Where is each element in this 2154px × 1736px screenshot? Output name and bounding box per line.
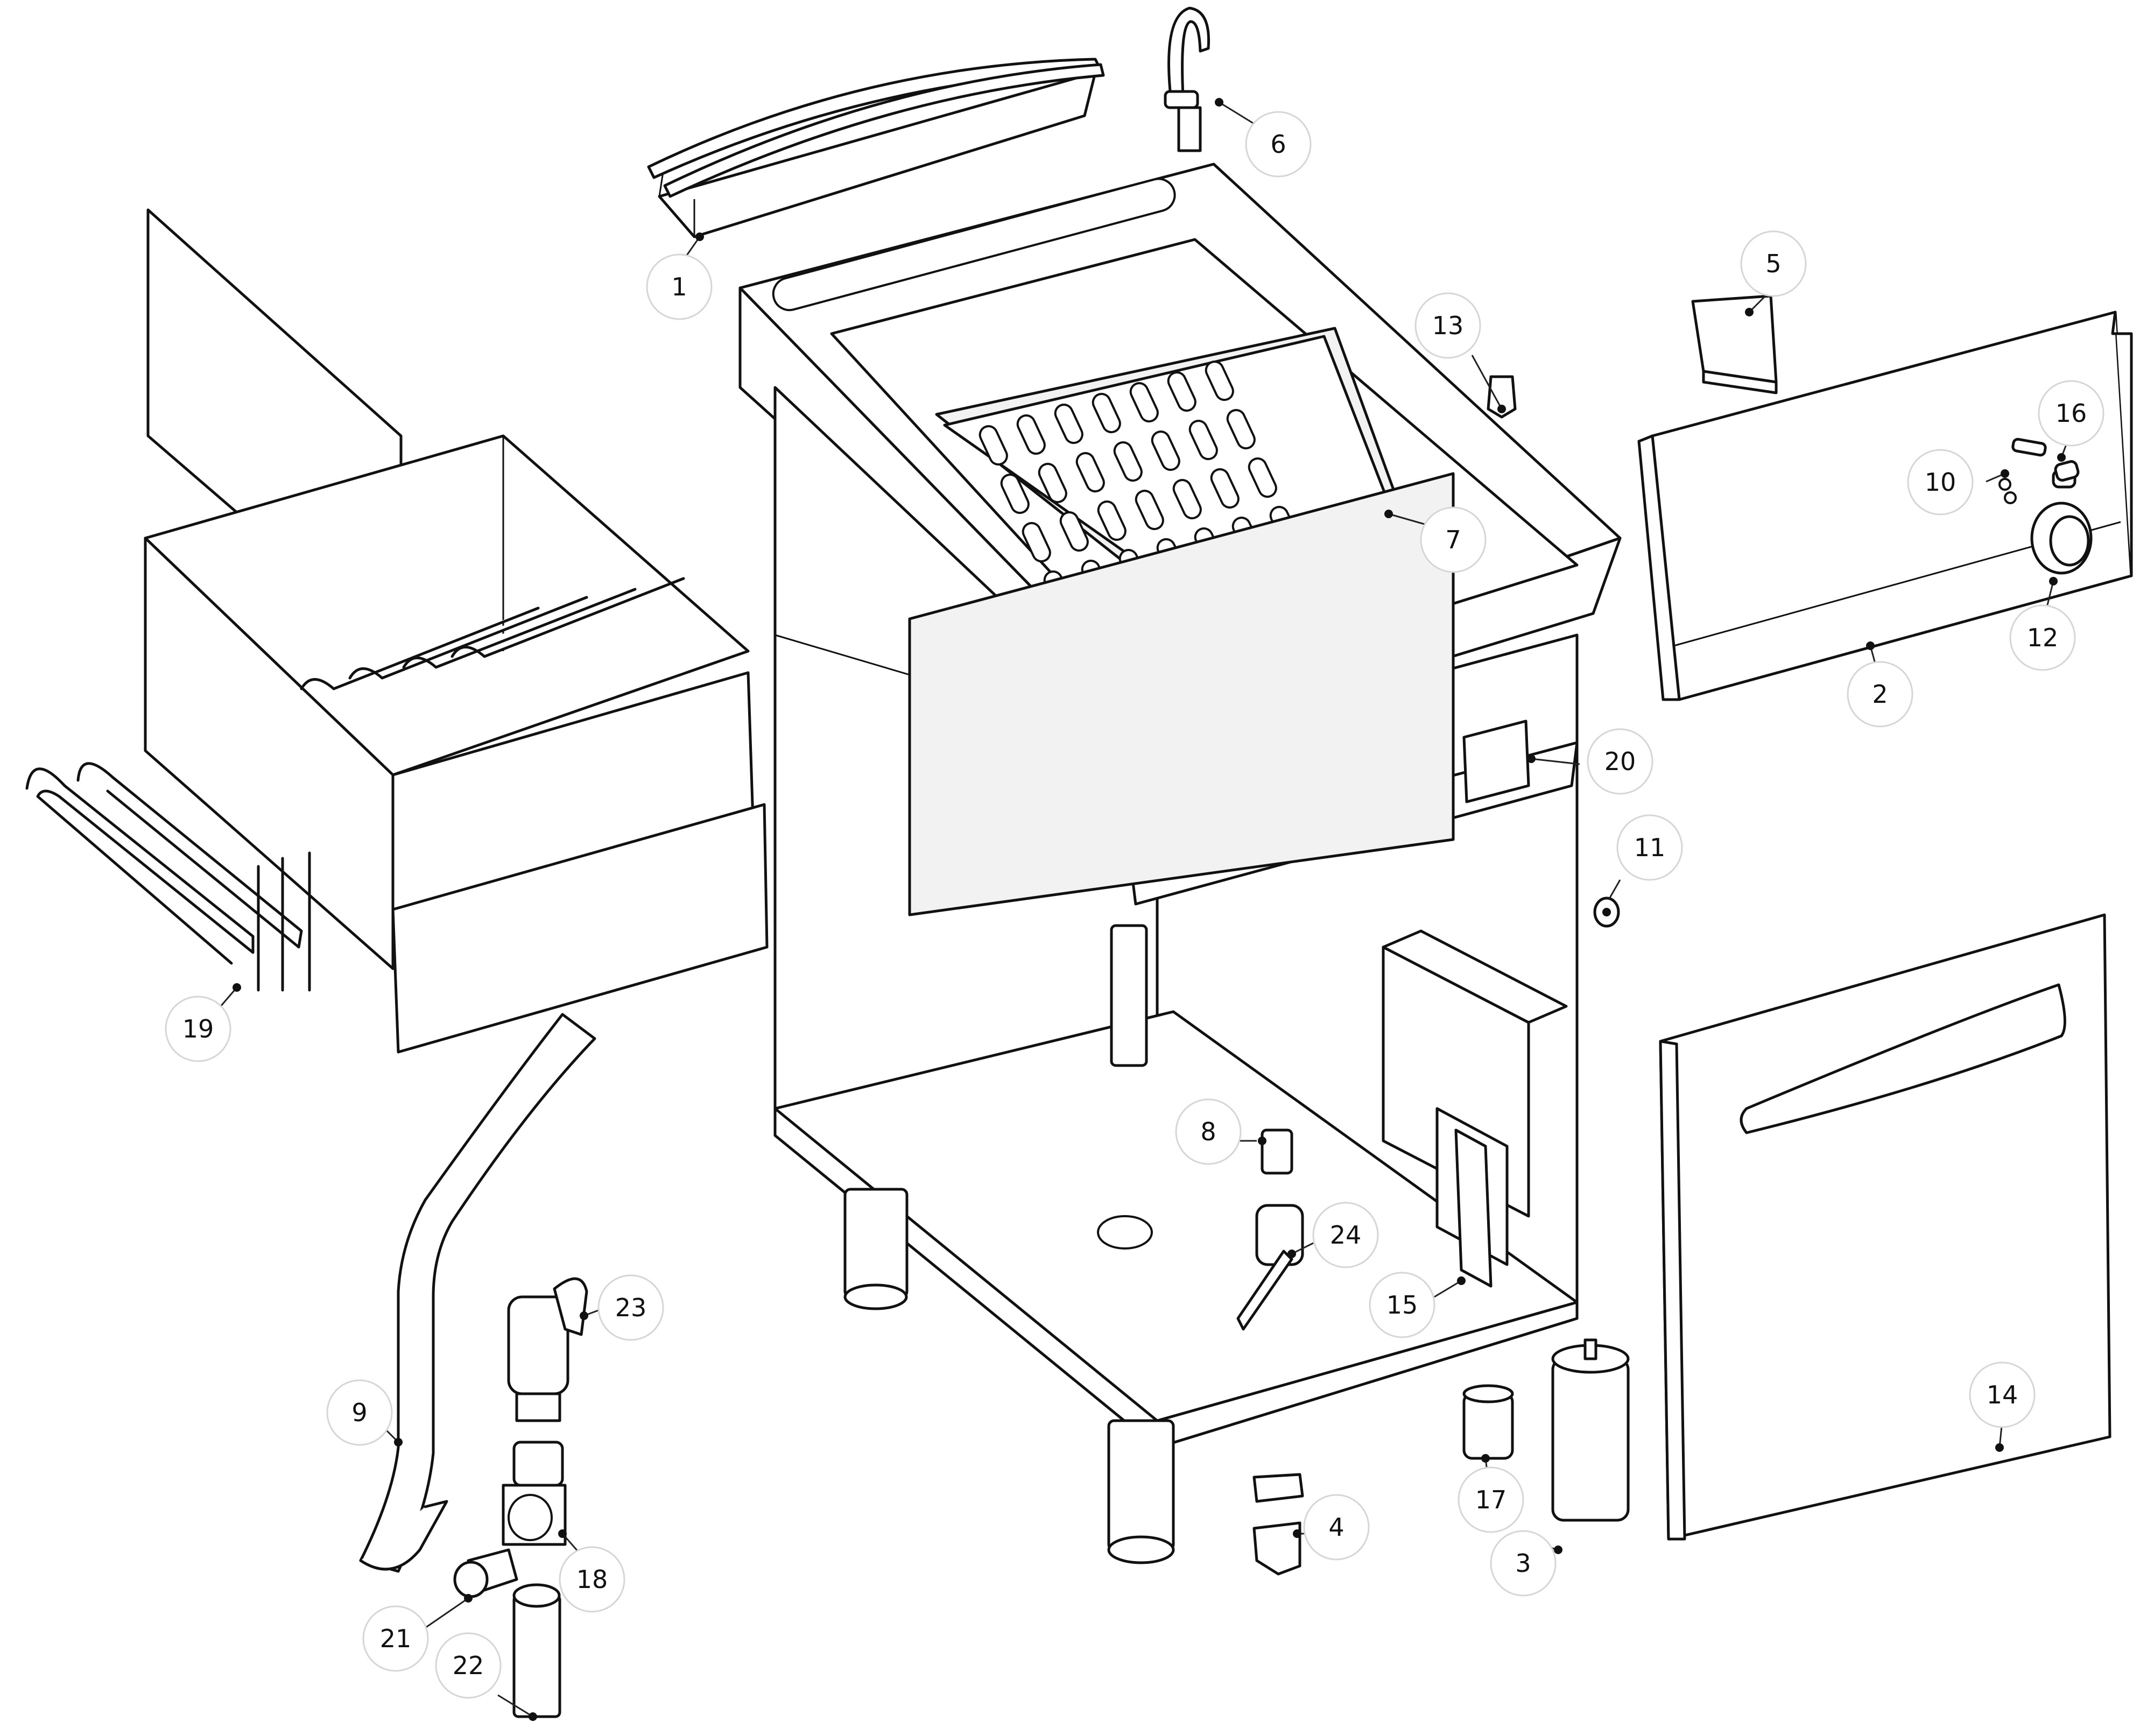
callout-22: 22 [435,1632,537,1721]
callout-21: 21 [362,1594,473,1672]
part-21-nipple [453,1548,518,1598]
svg-text:22: 22 [453,1651,484,1680]
svg-text:13: 13 [1432,311,1464,340]
svg-text:17: 17 [1475,1485,1507,1514]
callout-1: 1 [646,232,713,320]
svg-text:4: 4 [1328,1513,1344,1542]
callout-3: 3 [1490,1530,1562,1597]
svg-text:19: 19 [182,1014,214,1043]
callout-10: 10 [1907,449,2009,516]
callout-16: 16 [2038,380,2104,462]
callout-7: 7 [1384,506,1487,573]
svg-text:15: 15 [1386,1290,1418,1319]
svg-text:7: 7 [1445,525,1461,554]
part-3-foot [1551,1338,1630,1522]
part-23-valve [507,1277,588,1422]
callout-9: 9 [326,1379,403,1446]
svg-text:21: 21 [380,1624,412,1653]
svg-text:3: 3 [1515,1549,1531,1578]
callout-19: 19 [165,983,241,1062]
grid-slots [979,361,1299,611]
part-14-door [1659,913,2111,1541]
part-15-terminal-strip [1454,1128,1493,1288]
callout-8: 8 [1175,1098,1266,1165]
callout-17: 17 [1458,1454,1524,1533]
svg-text:2: 2 [1872,680,1888,709]
part-16-knob-shaft [2054,460,2080,482]
part-9-drain-pipe [359,1013,596,1573]
svg-text:14: 14 [1987,1380,2018,1409]
part-10-pilot [2011,437,2047,457]
svg-text:11: 11 [1634,833,1666,862]
callout-20: 20 [1527,728,1653,795]
svg-text:8: 8 [1200,1117,1216,1146]
part-19-heating-housing [25,208,769,1054]
svg-text:1: 1 [671,272,687,301]
callout-14: 14 [1969,1361,2036,1452]
part-13-sensor [1487,375,1517,419]
callout-23: 23 [580,1274,664,1341]
callout-2: 2 [1847,641,1913,728]
callout-24: 24 [1287,1202,1379,1268]
part-2-control-panel [1637,310,2133,701]
svg-text:6: 6 [1270,130,1286,159]
svg-text:5: 5 [1765,249,1781,278]
callout-15: 15 [1369,1272,1466,1338]
svg-text:16: 16 [2056,399,2087,428]
svg-text:18: 18 [576,1565,608,1594]
svg-text:10: 10 [1925,468,1956,497]
svg-text:23: 23 [615,1293,647,1322]
callout-4: 4 [1293,1494,1370,1561]
svg-text:24: 24 [1330,1220,1362,1250]
part-1-gutter [647,58,1105,238]
svg-text:12: 12 [2027,623,2059,652]
svg-text:9: 9 [351,1398,367,1427]
part-17-cable-gland [1462,1384,1514,1460]
callout-11: 11 [1602,814,1683,916]
part-6-tap [1164,6,1210,152]
part-8-fitting [1261,1128,1293,1175]
part-22-pipe [512,1583,561,1718]
callout-5: 5 [1740,230,1807,316]
part-4-bracket [1252,1473,1304,1576]
callout-12: 12 [2009,577,2076,671]
callout-18: 18 [558,1529,625,1613]
part-20-switch [1462,719,1530,803]
callout-6: 6 [1215,98,1312,178]
part-5-terminal-block [1691,294,1778,394]
callout-13: 13 [1414,292,1506,413]
part-18-tee [502,1441,567,1546]
svg-text:20: 20 [1604,747,1636,776]
